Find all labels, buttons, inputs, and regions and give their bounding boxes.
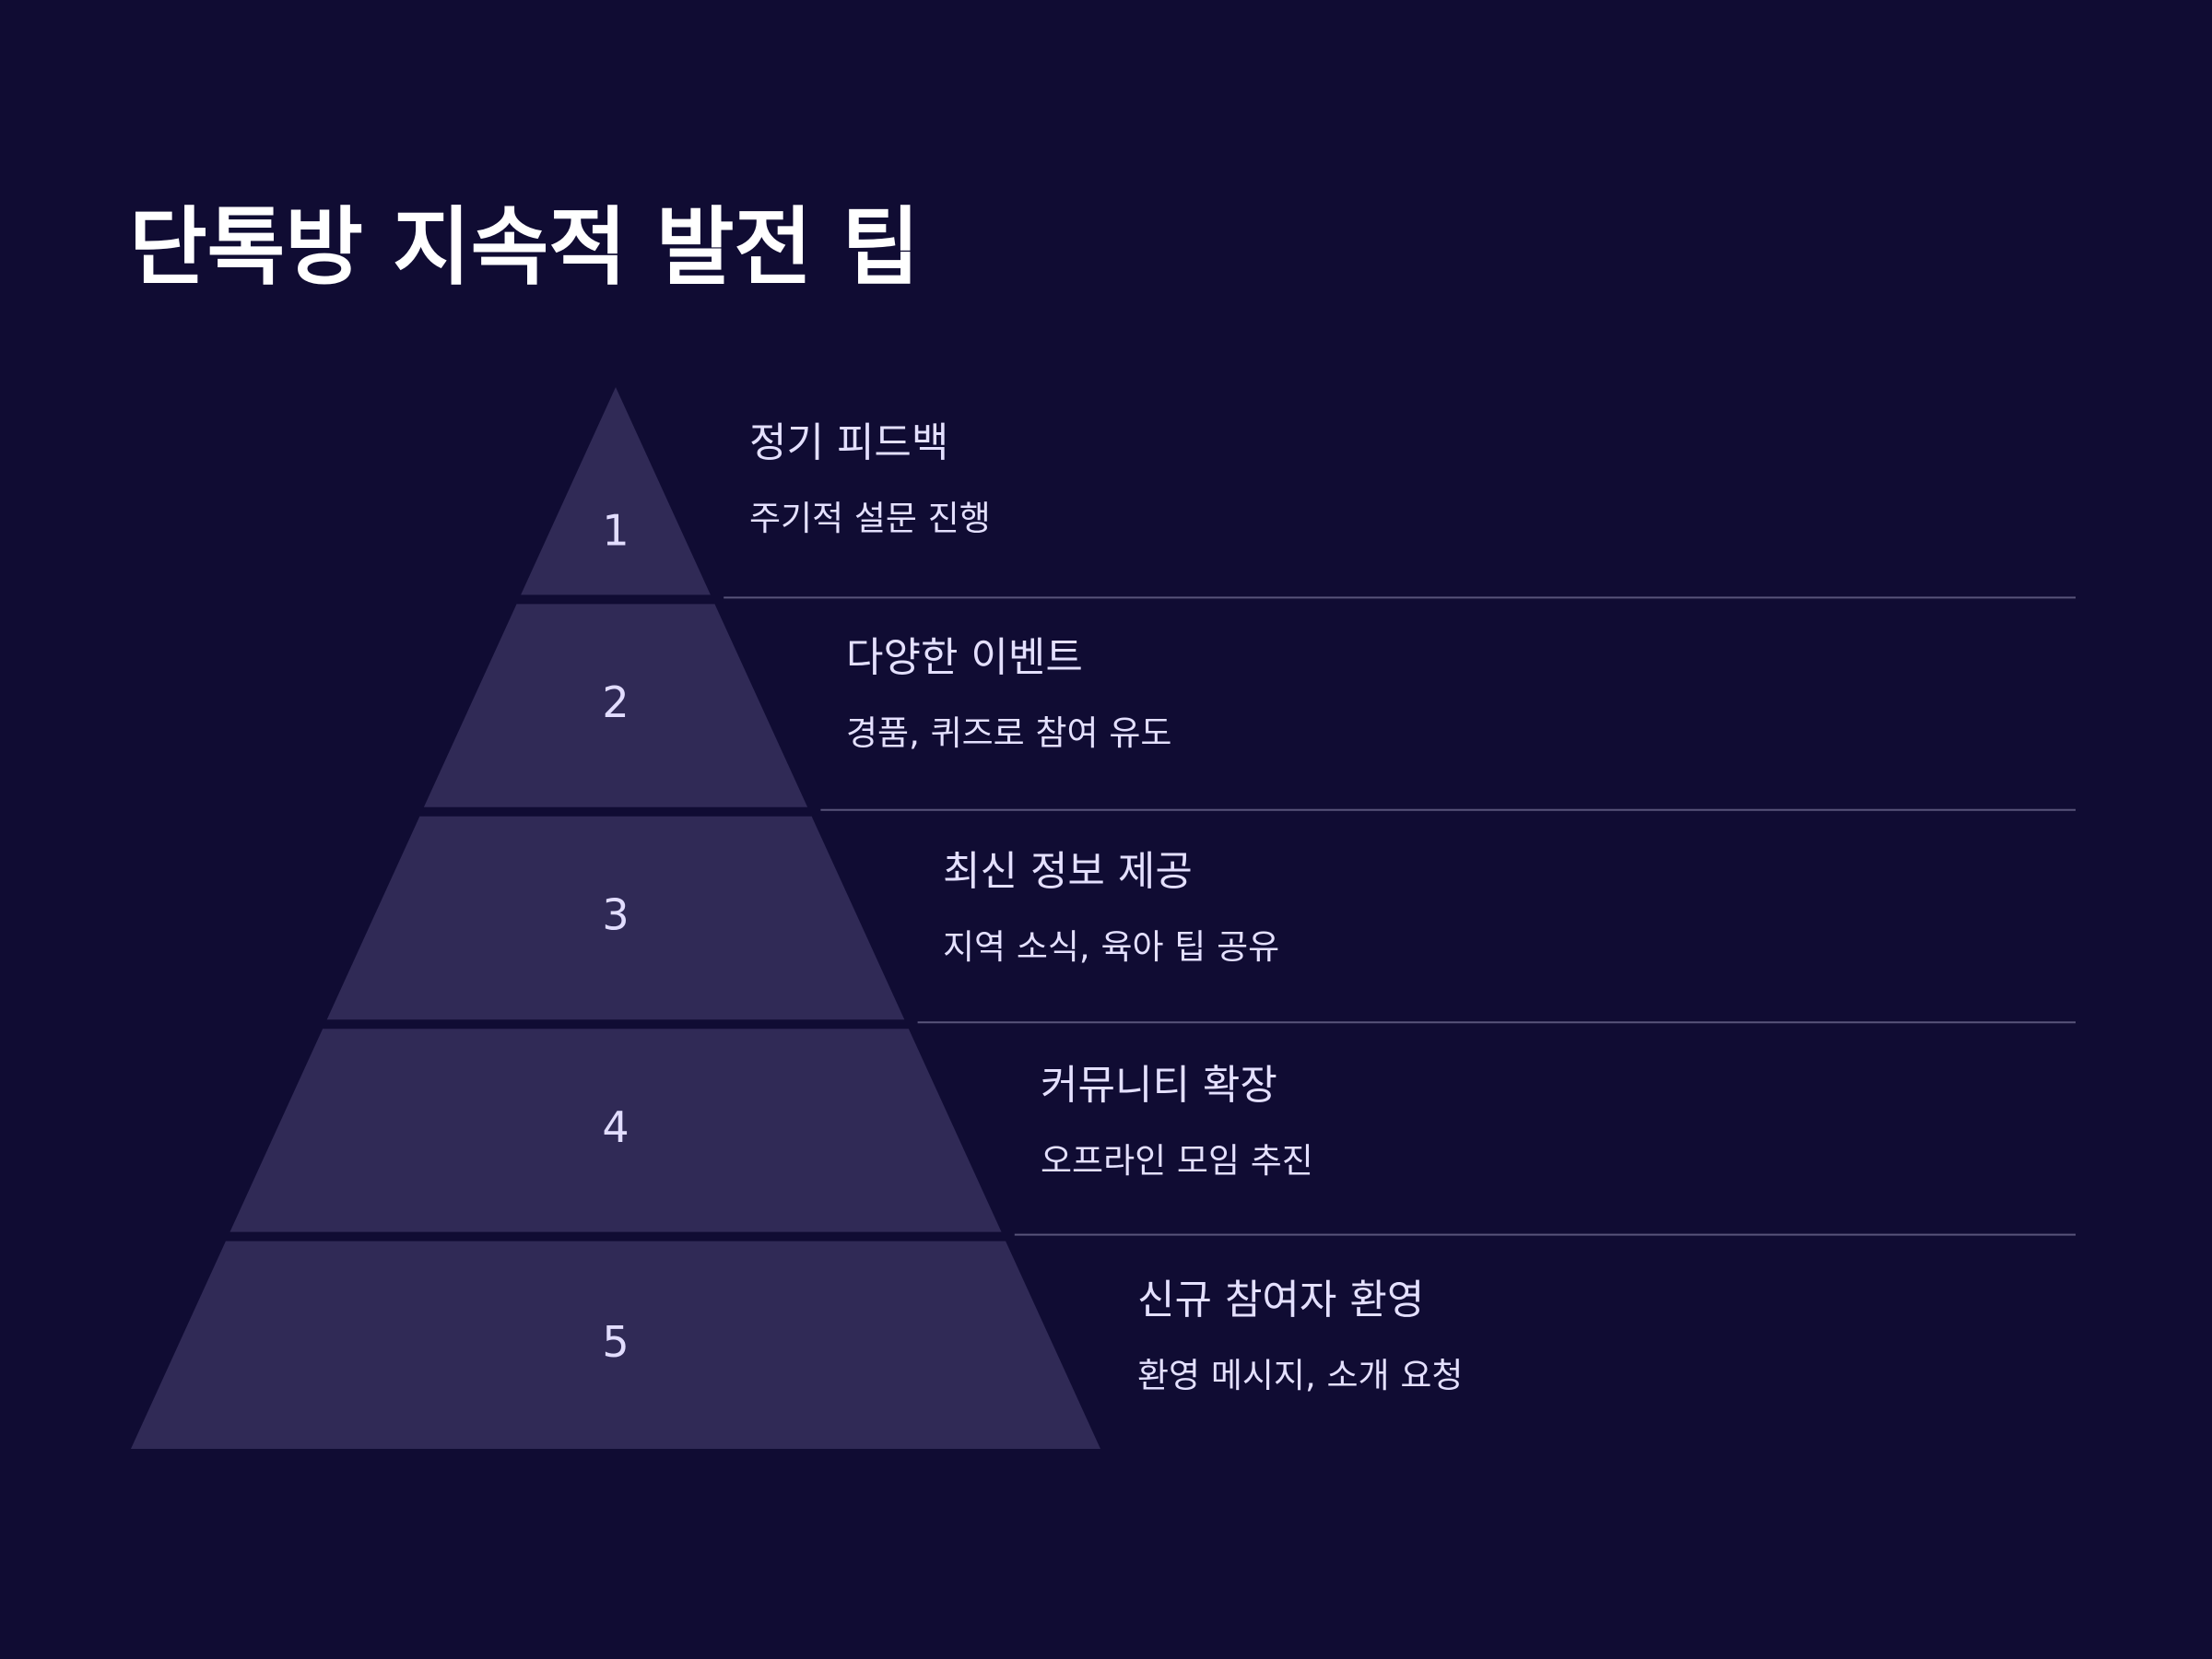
step-1-heading: 정기 피드백 — [749, 419, 949, 466]
pyramid-tier-1 — [521, 387, 711, 595]
tier-number-2: 2 — [602, 677, 629, 727]
tier-number-4: 4 — [602, 1102, 629, 1152]
step-4-description: 오프라인 모임 추진 — [1041, 1141, 1313, 1181]
step-1-description: 주기적 설문 진행 — [749, 499, 991, 538]
tier-number-1: 1 — [602, 505, 629, 555]
pyramid-tier-5 — [131, 1241, 1100, 1449]
step-5-description: 환영 메시지, 소개 요청 — [1137, 1356, 1464, 1395]
step-3-description: 지역 소식, 육아 팁 공유 — [943, 927, 1280, 967]
step-2-description: 경품, 퀴즈로 참여 유도 — [846, 713, 1172, 753]
slide-title: 단톡방 지속적 발전 팁 — [129, 198, 920, 297]
step-5-heading: 신규 참여자 환영 — [1137, 1277, 1425, 1324]
step-3-heading: 최신 정보 제공 — [943, 848, 1193, 895]
tier-number-3: 3 — [602, 890, 629, 940]
pyramid-tier-3 — [326, 816, 905, 1020]
pyramid-tier-2 — [423, 604, 808, 807]
tier-number-5: 5 — [602, 1317, 629, 1367]
pyramid-tier-4 — [229, 1029, 1002, 1232]
step-2-heading: 다양한 이벤트 — [846, 634, 1083, 681]
step-4-heading: 커뮤니티 확장 — [1041, 1062, 1277, 1109]
